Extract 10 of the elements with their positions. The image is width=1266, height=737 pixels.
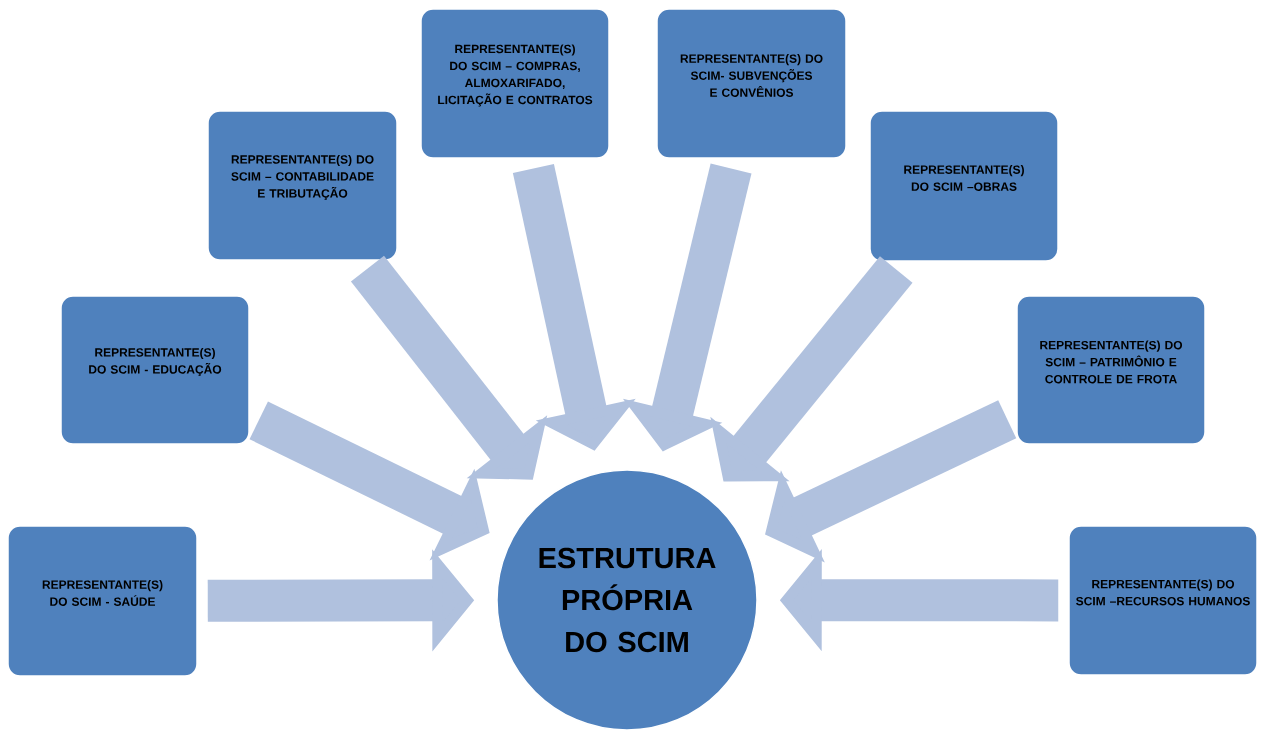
label-box: REPRESENTANTE(S) DO SCIM –RECURSOS HUMANOS bbox=[1068, 525, 1258, 676]
block-arrow bbox=[350, 255, 548, 480]
label-box: REPRESENTANTE(S) DO SCIM - SAÚDE bbox=[7, 525, 198, 677]
label-box: REPRESENTANTE(S) DO SCIM- SUBVENÇÕES E CONVÊNIOS bbox=[656, 8, 847, 159]
label-box: REPRESENTANTE(S) DO SCIM –OBRAS bbox=[869, 110, 1059, 262]
label-box: REPRESENTANTE(S) DO SCIM - EDUCAÇÃO bbox=[60, 295, 250, 445]
block-arrow bbox=[765, 400, 1017, 563]
label-box: REPRESENTANTE(S) DO SCIM – CONTABILIDADE E TRIBUTAÇÃO bbox=[207, 110, 398, 261]
label-box: REPRESENTANTE(S) DO SCIM – PATRIMÔNIO E CONTROLE DE FROTA bbox=[1016, 295, 1206, 445]
label-box: REPRESENTANTE(S) DO SCIM – COMPRAS, ALMOXARIFADO, LICITAÇÃO E CONTRATOS bbox=[420, 8, 610, 159]
